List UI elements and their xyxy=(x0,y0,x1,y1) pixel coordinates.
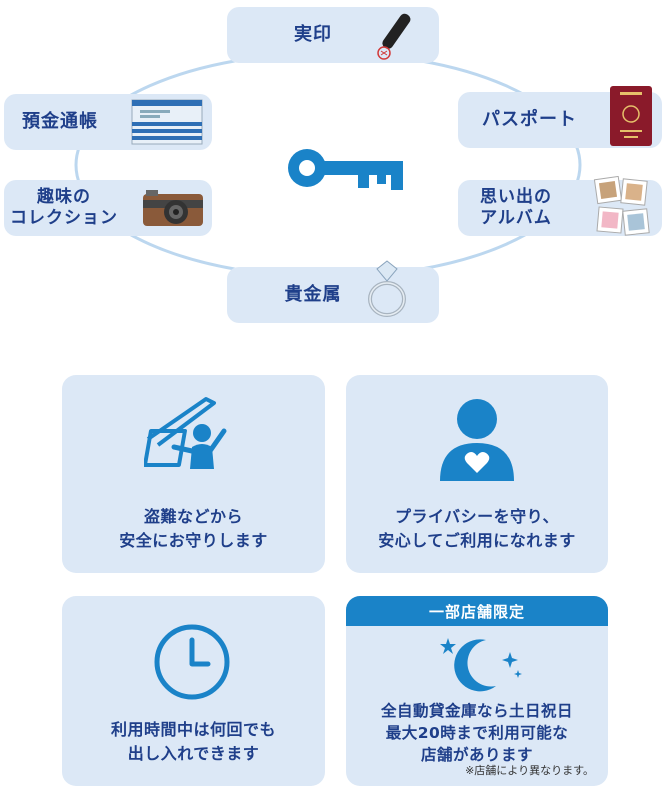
item-album: 思い出の アルバム xyxy=(458,176,662,236)
item-jewelry-label: 貴金属 xyxy=(284,283,342,305)
card-time-line2: 出し入れできます xyxy=(127,744,260,763)
item-jewelry: 貴金属 xyxy=(227,260,439,323)
passbook-icon xyxy=(131,99,203,145)
item-passbook: 預金通帳 xyxy=(4,94,212,150)
card-privacy-line2: 安心してご利用になれます xyxy=(378,531,576,550)
camera-icon xyxy=(143,190,203,226)
card-limited-text: 全自動貸金庫なら土日祝日 最大20時まで利用可能な 店舗があります xyxy=(346,700,608,766)
card-anytime-access: 利用時間中は何回でも 出し入れできます xyxy=(62,596,325,786)
card-time-text: 利用時間中は何回でも 出し入れできます xyxy=(62,718,325,766)
card-privacy-line1: プライバシーを守り、 xyxy=(394,507,560,526)
card-theft-line2: 安全にお守りします xyxy=(119,531,268,550)
item-hobby-collection: 趣味の コレクション xyxy=(4,180,212,236)
seal-stamp-icon xyxy=(377,13,411,60)
item-seal-label: 実印 xyxy=(294,23,332,45)
item-hobby-line2: コレクション xyxy=(10,208,118,228)
burglar-icon xyxy=(144,397,227,469)
key-icon xyxy=(288,149,403,190)
photo-album-icon xyxy=(593,176,650,236)
card-limited-line2: 最大20時まで利用可能な xyxy=(385,724,569,742)
moon-stars-icon xyxy=(440,638,522,692)
item-hobby-line1: 趣味の xyxy=(37,186,91,207)
item-seal: 実印 xyxy=(227,7,439,63)
item-album-line2: アルバム xyxy=(480,208,552,228)
item-passport: パスポート xyxy=(458,86,662,148)
card-theft-protection: 盗難などから 安全にお守りします xyxy=(62,375,325,573)
limited-note: ※店舗により異なります。 xyxy=(465,764,594,777)
card-privacy-text: プライバシーを守り、 安心してご利用になれます xyxy=(346,505,608,553)
card-privacy: プライバシーを守り、 安心してご利用になれます xyxy=(346,375,608,573)
item-passbook-label: 預金通帳 xyxy=(22,110,98,132)
card-theft-line1: 盗難などから xyxy=(143,507,243,526)
clock-icon xyxy=(154,624,230,700)
card-time-line1: 利用時間中は何回でも xyxy=(110,720,276,739)
card-theft-text: 盗難などから 安全にお守りします xyxy=(62,505,325,553)
item-hobby-label: 趣味の コレクション xyxy=(10,187,118,230)
passport-icon xyxy=(610,86,652,146)
card-limited-stores: 一部店舗限定 全自動貸金庫なら土日祝日 最大20時まで利用可能な 店舗があります… xyxy=(346,596,608,786)
card-limited-line1: 全自動貸金庫なら土日祝日 xyxy=(380,702,573,720)
item-album-label: 思い出の アルバム xyxy=(480,187,552,230)
item-album-line1: 思い出の xyxy=(480,186,552,207)
card-limited-line3: 店舗があります xyxy=(420,746,533,764)
item-passport-label: パスポート xyxy=(482,108,577,130)
person-heart-icon xyxy=(440,399,514,481)
limited-banner: 一部店舗限定 xyxy=(346,596,608,626)
ring-jewel-icon xyxy=(368,260,406,317)
